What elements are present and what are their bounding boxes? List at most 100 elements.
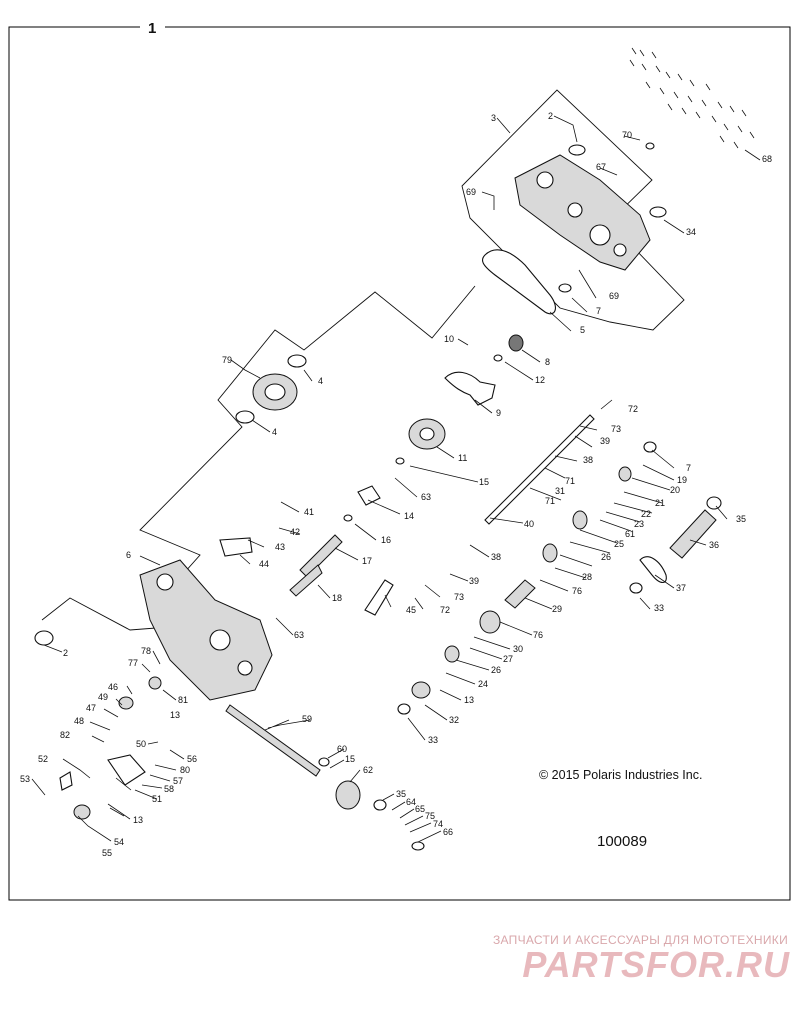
bracket-14 <box>357 485 381 506</box>
callout-70: 70 <box>622 130 632 140</box>
housing-62 <box>335 780 361 810</box>
callout-78: 78 <box>141 646 151 656</box>
callout-82: 82 <box>60 730 70 740</box>
callout-27: 27 <box>503 654 513 664</box>
ring-12 <box>493 354 503 362</box>
callout-47: 47 <box>86 703 96 713</box>
callout-71-lower: 71 <box>545 496 555 506</box>
gear-79 <box>252 373 298 411</box>
callout-52: 52 <box>38 754 48 764</box>
callout-55: 55 <box>102 848 112 858</box>
callout-35-lower: 35 <box>396 789 406 799</box>
diagram-frame <box>8 26 791 901</box>
housing-51 <box>107 754 146 786</box>
callout-38-top: 38 <box>583 455 593 465</box>
callout-37: 37 <box>676 583 686 593</box>
bolt-cluster-68 <box>629 47 755 149</box>
callout-73-top: 73 <box>611 424 621 434</box>
callout-71-upper: 71 <box>565 476 575 486</box>
callout-73-mid: 73 <box>454 592 464 602</box>
callout-41: 41 <box>304 507 314 517</box>
callout-42: 42 <box>290 527 300 537</box>
callout-13-left: 13 <box>133 815 143 825</box>
callout-46: 46 <box>108 682 118 692</box>
ring-15-upper <box>395 457 405 465</box>
callout-54: 54 <box>114 837 124 847</box>
callout-18: 18 <box>332 593 342 603</box>
callout-67: 67 <box>596 162 606 172</box>
callout-2-left: 2 <box>63 648 68 658</box>
callout-66: 66 <box>443 827 453 837</box>
housing-cover <box>514 154 651 271</box>
watermark-tagline: ЗАПЧАСТИ И АКСЕССУАРЫ ДЛЯ МОТОТЕХНИКИ <box>492 933 788 947</box>
callout-68: 68 <box>762 154 772 164</box>
callout-26-lower: 26 <box>491 665 501 675</box>
shaft-36 <box>669 496 722 559</box>
sprocket-8 <box>508 334 524 352</box>
diagram-id: 100089 <box>597 833 647 850</box>
chain-37 <box>639 556 667 584</box>
gear-24 <box>444 645 460 663</box>
callout-76-lower: 76 <box>533 630 543 640</box>
callout-60: 60 <box>337 744 347 754</box>
callout-50: 50 <box>136 739 146 749</box>
callout-65: 65 <box>415 804 425 814</box>
callout-3: 3 <box>491 113 496 123</box>
callout-15-upper: 15 <box>479 477 489 487</box>
callout-15-lower: 15 <box>345 754 355 764</box>
callout-4-lower: 4 <box>272 427 277 437</box>
callout-14: 14 <box>404 511 414 521</box>
callout-39-mid: 39 <box>469 576 479 586</box>
callout-8: 8 <box>545 357 550 367</box>
ring-60 <box>318 757 330 767</box>
callout-69-mid: 69 <box>609 291 619 301</box>
callout-4-upper: 4 <box>318 376 323 386</box>
bracket-53 <box>59 771 73 791</box>
seal-34 <box>649 206 667 218</box>
callout-58: 58 <box>164 784 174 794</box>
callout-34: 34 <box>686 227 696 237</box>
callout-22: 22 <box>641 509 651 519</box>
callout-13-mid: 13 <box>170 710 180 720</box>
gear-76 <box>479 610 501 634</box>
callout-2-top: 2 <box>548 111 553 121</box>
callout-49: 49 <box>98 692 108 702</box>
callout-32: 32 <box>449 715 459 725</box>
drive-belt <box>481 249 556 315</box>
gear-25 <box>572 510 588 530</box>
bearing-4-lower <box>235 410 255 424</box>
washer-70 <box>645 142 655 150</box>
ring-66 <box>411 841 425 851</box>
callout-44: 44 <box>259 559 269 569</box>
output-shaft-59 <box>225 704 321 777</box>
callout-63-upper: 63 <box>421 492 431 502</box>
gear-11 <box>408 418 446 450</box>
gear-32 <box>411 681 431 699</box>
gear-28 <box>542 543 558 563</box>
callout-20: 20 <box>670 485 680 495</box>
callout-56: 56 <box>187 754 197 764</box>
callout-30: 30 <box>513 644 523 654</box>
seal-7-top <box>558 283 572 293</box>
callout-25: 25 <box>614 539 624 549</box>
bearing-7-right <box>643 441 657 453</box>
callout-23: 23 <box>634 519 644 529</box>
callout-35-right: 35 <box>736 514 746 524</box>
callout-7-right: 7 <box>686 463 691 473</box>
gear-29 <box>504 579 536 609</box>
callout-17: 17 <box>362 556 372 566</box>
callout-31: 31 <box>555 486 565 496</box>
copyright-text: © 2015 Polaris Industries Inc. <box>539 768 702 782</box>
bearing-4-upper <box>287 354 307 368</box>
shift-lever-44 <box>219 537 253 557</box>
bearing-78 <box>148 676 162 690</box>
seal-2-top <box>568 144 586 156</box>
callout-48: 48 <box>74 716 84 726</box>
callout-74: 74 <box>433 819 443 829</box>
bearing-33-right <box>629 582 643 594</box>
shaft-40 <box>484 414 595 525</box>
callout-9: 9 <box>496 408 501 418</box>
shaft-18 <box>289 564 323 597</box>
callout-62: 62 <box>363 765 373 775</box>
